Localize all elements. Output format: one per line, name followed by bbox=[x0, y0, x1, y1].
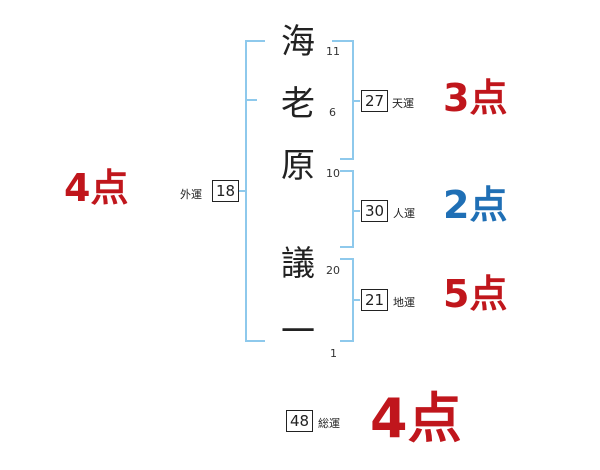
chiun-value: 21 bbox=[361, 289, 388, 311]
chiun-bracket-bottom bbox=[340, 340, 354, 342]
jinun-bracket-bottom bbox=[340, 246, 354, 248]
outer-bracket-top bbox=[245, 40, 265, 42]
tenun-bracket-connector bbox=[352, 100, 360, 102]
jinun-bracket-top bbox=[340, 170, 354, 172]
name-char-4: 議 bbox=[281, 244, 315, 284]
stroke-count-3: 10 bbox=[326, 167, 340, 180]
gaiun-label: 外運 bbox=[180, 188, 202, 201]
souun-score: 4点 bbox=[370, 387, 462, 450]
tenun-bracket-top bbox=[332, 40, 354, 42]
name-char-1: 海 bbox=[281, 22, 315, 62]
tenun-score: 3点 bbox=[443, 76, 508, 120]
jinun-label: 人運 bbox=[393, 207, 415, 220]
jinun-bracket-connector bbox=[352, 210, 360, 212]
chiun-bracket-connector bbox=[352, 299, 360, 301]
outer-bracket-bottom bbox=[245, 340, 265, 342]
tenun-label: 天運 bbox=[392, 97, 414, 110]
name-char-5: 一 bbox=[281, 312, 315, 352]
chiun-score: 5点 bbox=[443, 272, 508, 316]
name-char-2: 老 bbox=[281, 84, 315, 124]
jinun-bracket-spine bbox=[352, 170, 354, 248]
souun-label: 総運 bbox=[318, 417, 340, 430]
chiun-bracket-top bbox=[340, 258, 354, 260]
stroke-count-2: 6 bbox=[329, 106, 336, 119]
stroke-count-1: 11 bbox=[326, 45, 340, 58]
chiun-label: 地運 bbox=[393, 296, 415, 309]
tenun-bracket-bottom bbox=[340, 158, 354, 160]
outer-bracket-connector bbox=[232, 190, 246, 192]
outer-bracket-upper-tick bbox=[245, 99, 257, 101]
tenun-value: 27 bbox=[361, 90, 388, 112]
outer-bracket-spine bbox=[245, 40, 247, 342]
gaiun-score: 4点 bbox=[64, 166, 129, 210]
souun-value: 48 bbox=[286, 410, 313, 432]
stroke-count-5: 1 bbox=[330, 347, 337, 360]
name-char-3: 原 bbox=[281, 146, 315, 186]
gaiun-value: 18 bbox=[212, 180, 239, 202]
jinun-score: 2点 bbox=[443, 183, 508, 227]
stroke-count-4: 20 bbox=[326, 264, 340, 277]
jinun-value: 30 bbox=[361, 200, 388, 222]
